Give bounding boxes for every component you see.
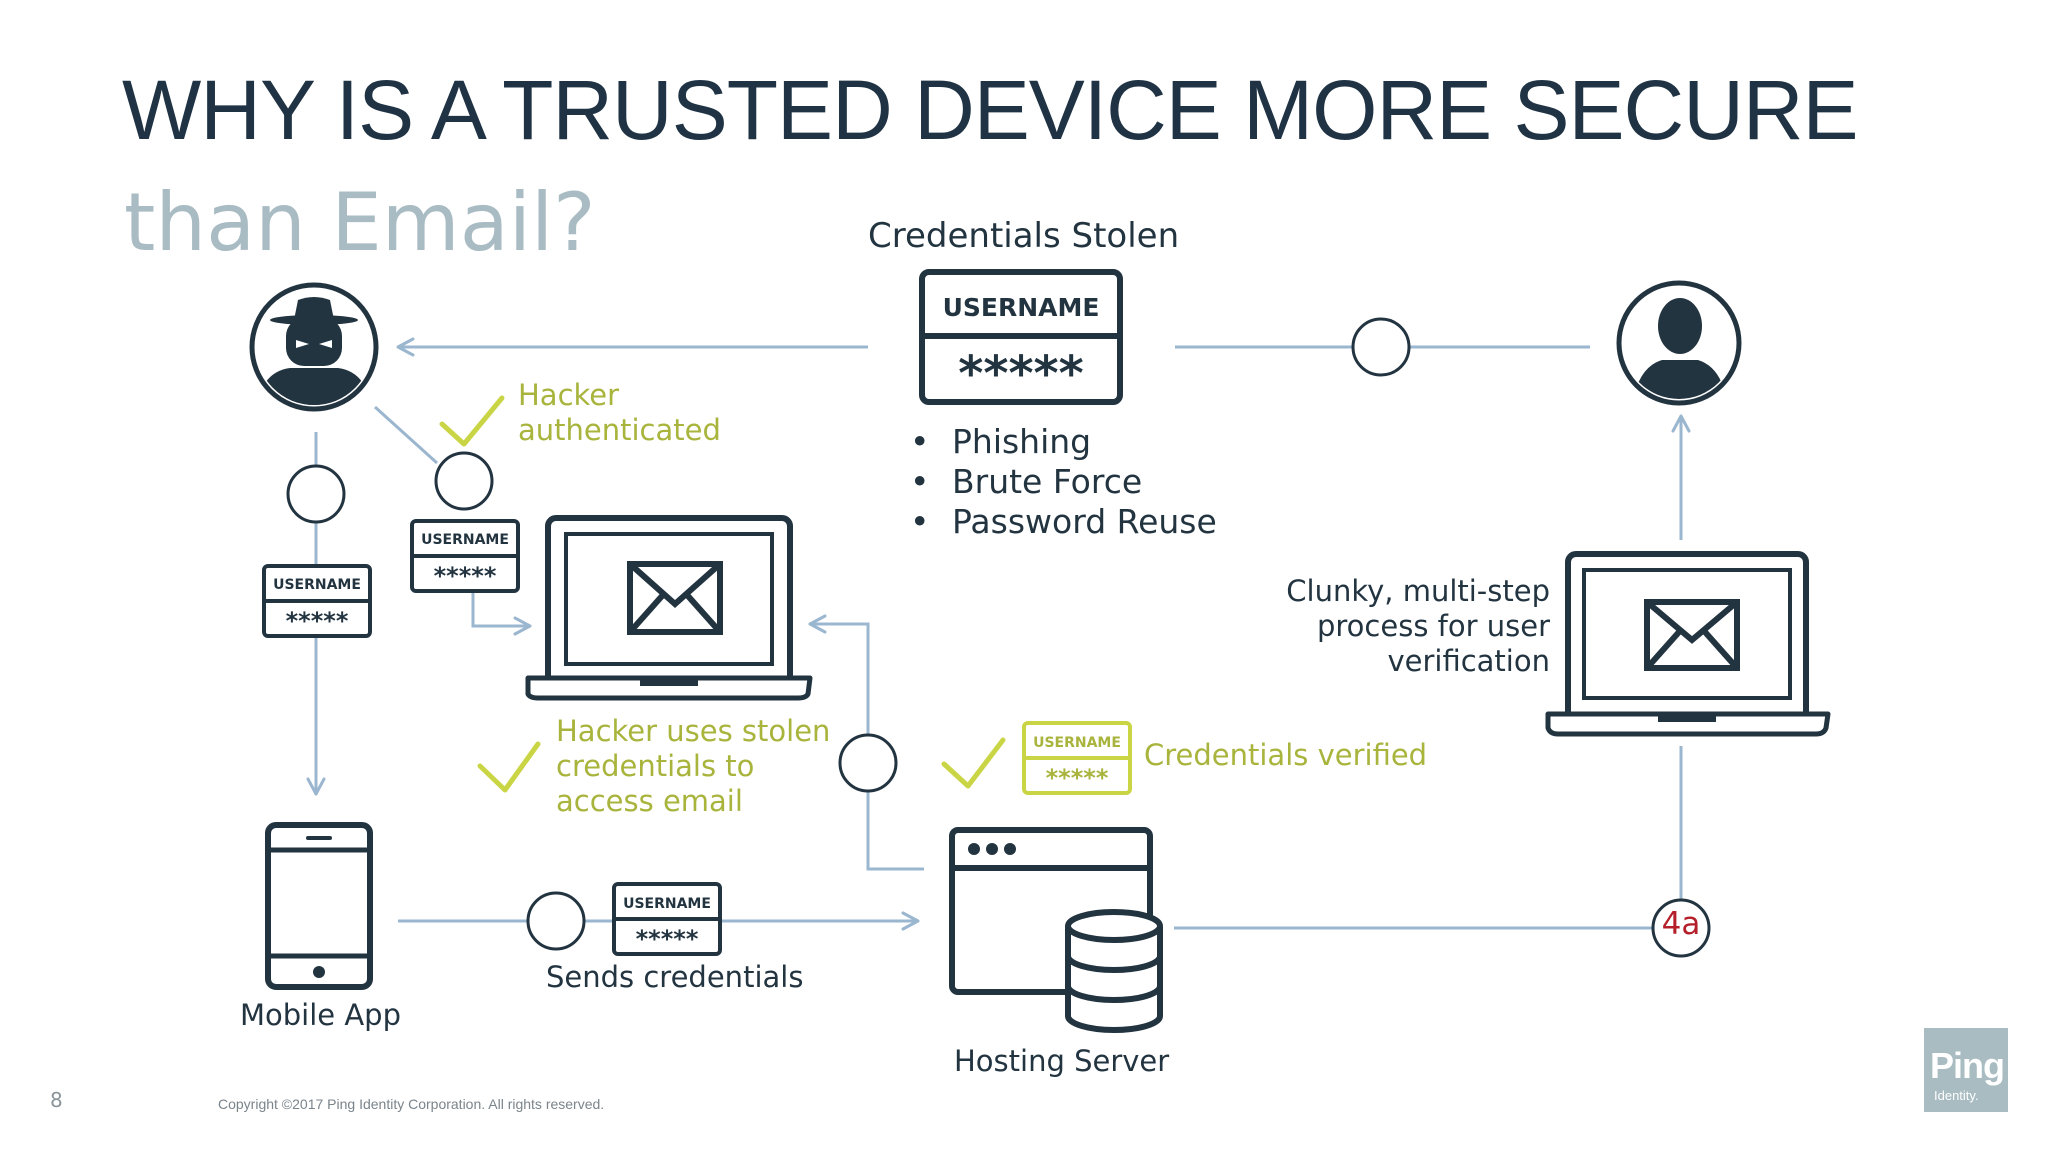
card-password: ***** [286,607,349,635]
mobile-app-label: Mobile App [240,998,402,1032]
stolen-card-password: ***** [958,346,1084,402]
checkmark-icon [477,741,541,793]
logo-word: Ping [1930,1045,2005,1086]
step-circle-email-access [838,733,898,793]
logo-sub: Identity. [1934,1088,1979,1103]
list-item: •Brute Force [910,462,1143,501]
laptop-email-icon [525,515,813,701]
threat-list: •Phishing •Brute Force •Password Reuse [910,422,1217,542]
hacker-authenticated-label: Hacker authenticated [518,378,721,447]
user-avatar-icon [1616,280,1742,406]
credential-card-icon [919,269,1123,405]
hacker-uses-stolen-label: Hacker uses stolen credentials to access… [556,714,831,818]
credential-card-icon [612,882,722,956]
credential-card-icon [410,519,520,593]
step-circle-sends [526,891,586,951]
verified-card-password: ***** [1046,764,1109,792]
list-item: •Phishing [910,422,1092,461]
card-username: USERNAME [273,577,361,593]
sends-credentials-label: Sends credentials [546,960,804,994]
list-item: •Password Reuse [910,502,1217,541]
verified-card-username: USERNAME [1033,735,1121,751]
ping-identity-logo: Ping Identity. [1924,1028,2008,1112]
envelope-icon [627,561,723,635]
credentials-verified-label: Credentials verified [1144,738,1428,772]
credential-card-icon [262,564,372,638]
connector-hacker-diagonal [373,405,439,465]
step-4a-label: 4a [1661,906,1701,942]
card-password: ***** [636,925,699,953]
envelope-icon [1644,599,1740,671]
step-circle-left [286,464,346,524]
hacker-avatar-icon [249,282,379,412]
step-circle-top [1351,317,1411,377]
stolen-card-username: USERNAME [943,293,1100,322]
credentials-stolen-label: Credentials Stolen [868,216,1180,256]
slide-title: WHY IS A TRUSTED DEVICE MORE SECURE [122,63,1859,157]
hosting-server-label: Hosting Server [954,1044,1170,1078]
database-icon [1065,909,1163,1033]
step-circle-hacker-auth [434,451,494,511]
step-circle-4a [1651,898,1711,958]
mobile-phone-icon [265,822,373,990]
card-username: USERNAME [623,896,711,912]
checkmark-icon [941,737,1006,789]
connector-to-laptop [471,580,532,636]
clunky-process-label: Clunky, multi-step process for user veri… [1286,574,1550,678]
checkmark-icon [439,395,505,447]
card-username: USERNAME [421,532,509,548]
credential-card-icon [1022,721,1132,795]
card-password: ***** [434,562,497,590]
copyright-notice: Copyright ©2017 Ping Identity Corporatio… [218,1096,605,1112]
slide-subtitle: than Email? [124,176,596,269]
laptop-email-icon [1545,551,1831,737]
page-number: 8 [50,1088,63,1112]
